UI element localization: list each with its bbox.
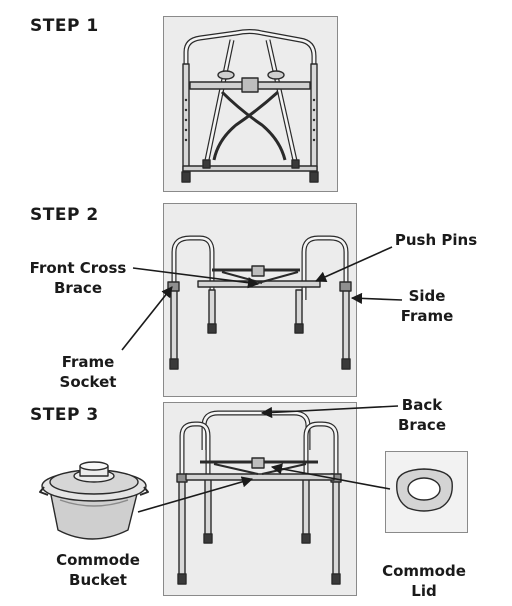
arrow-frame-socket (121, 286, 173, 351)
label-commode-bucket: Commode Bucket (46, 550, 150, 590)
step-2-panel (163, 203, 357, 397)
label-commode-bucket-line1: Commode (56, 551, 140, 569)
label-side-frame: Side Frame (396, 286, 458, 326)
label-side-frame-line2: Frame (400, 307, 454, 325)
label-frame-socket-line1: Frame (61, 353, 115, 371)
commode-bucket-drawing (39, 461, 149, 540)
arrow-push-pins (314, 246, 393, 282)
step-3-panel (163, 402, 357, 596)
label-commode-lid: Commode Lid (374, 561, 474, 601)
commode-lid-drawing (396, 468, 453, 512)
label-front-cross-brace: Front Cross Brace (22, 258, 134, 298)
callout-arrows (121, 246, 403, 513)
step-2-heading: STEP 2 (30, 205, 99, 225)
arrow-push-pins-step3 (270, 463, 391, 490)
label-push-pins: Push Pins (394, 231, 478, 249)
step-3-assembled-commode (176, 410, 342, 585)
label-back-brace-line1: Back (401, 396, 443, 414)
step-1-folded-commode (181, 29, 319, 183)
step-3-heading: STEP 3 (30, 405, 99, 425)
label-back-brace-line2: Brace (397, 416, 447, 434)
label-front-cross-brace-line2: Brace (53, 279, 103, 297)
arrow-side-frame (350, 292, 403, 304)
arrow-commode-bucket (137, 476, 254, 513)
label-frame-socket-line2: Socket (59, 373, 117, 391)
label-frame-socket: Frame Socket (52, 352, 124, 392)
step-1-heading: STEP 1 (30, 16, 99, 36)
label-commode-lid-line1: Commode (382, 562, 466, 580)
label-commode-bucket-line2: Bucket (69, 571, 127, 589)
label-back-brace: Back Brace (390, 395, 454, 435)
step-2-frame (167, 235, 352, 370)
label-commode-lid-line2: Lid (411, 582, 437, 600)
label-side-frame-line1: Side (408, 287, 446, 305)
arrow-back-brace (260, 405, 399, 419)
arrow-front-cross-brace (132, 267, 260, 289)
label-front-cross-brace-line1: Front Cross (29, 259, 127, 277)
